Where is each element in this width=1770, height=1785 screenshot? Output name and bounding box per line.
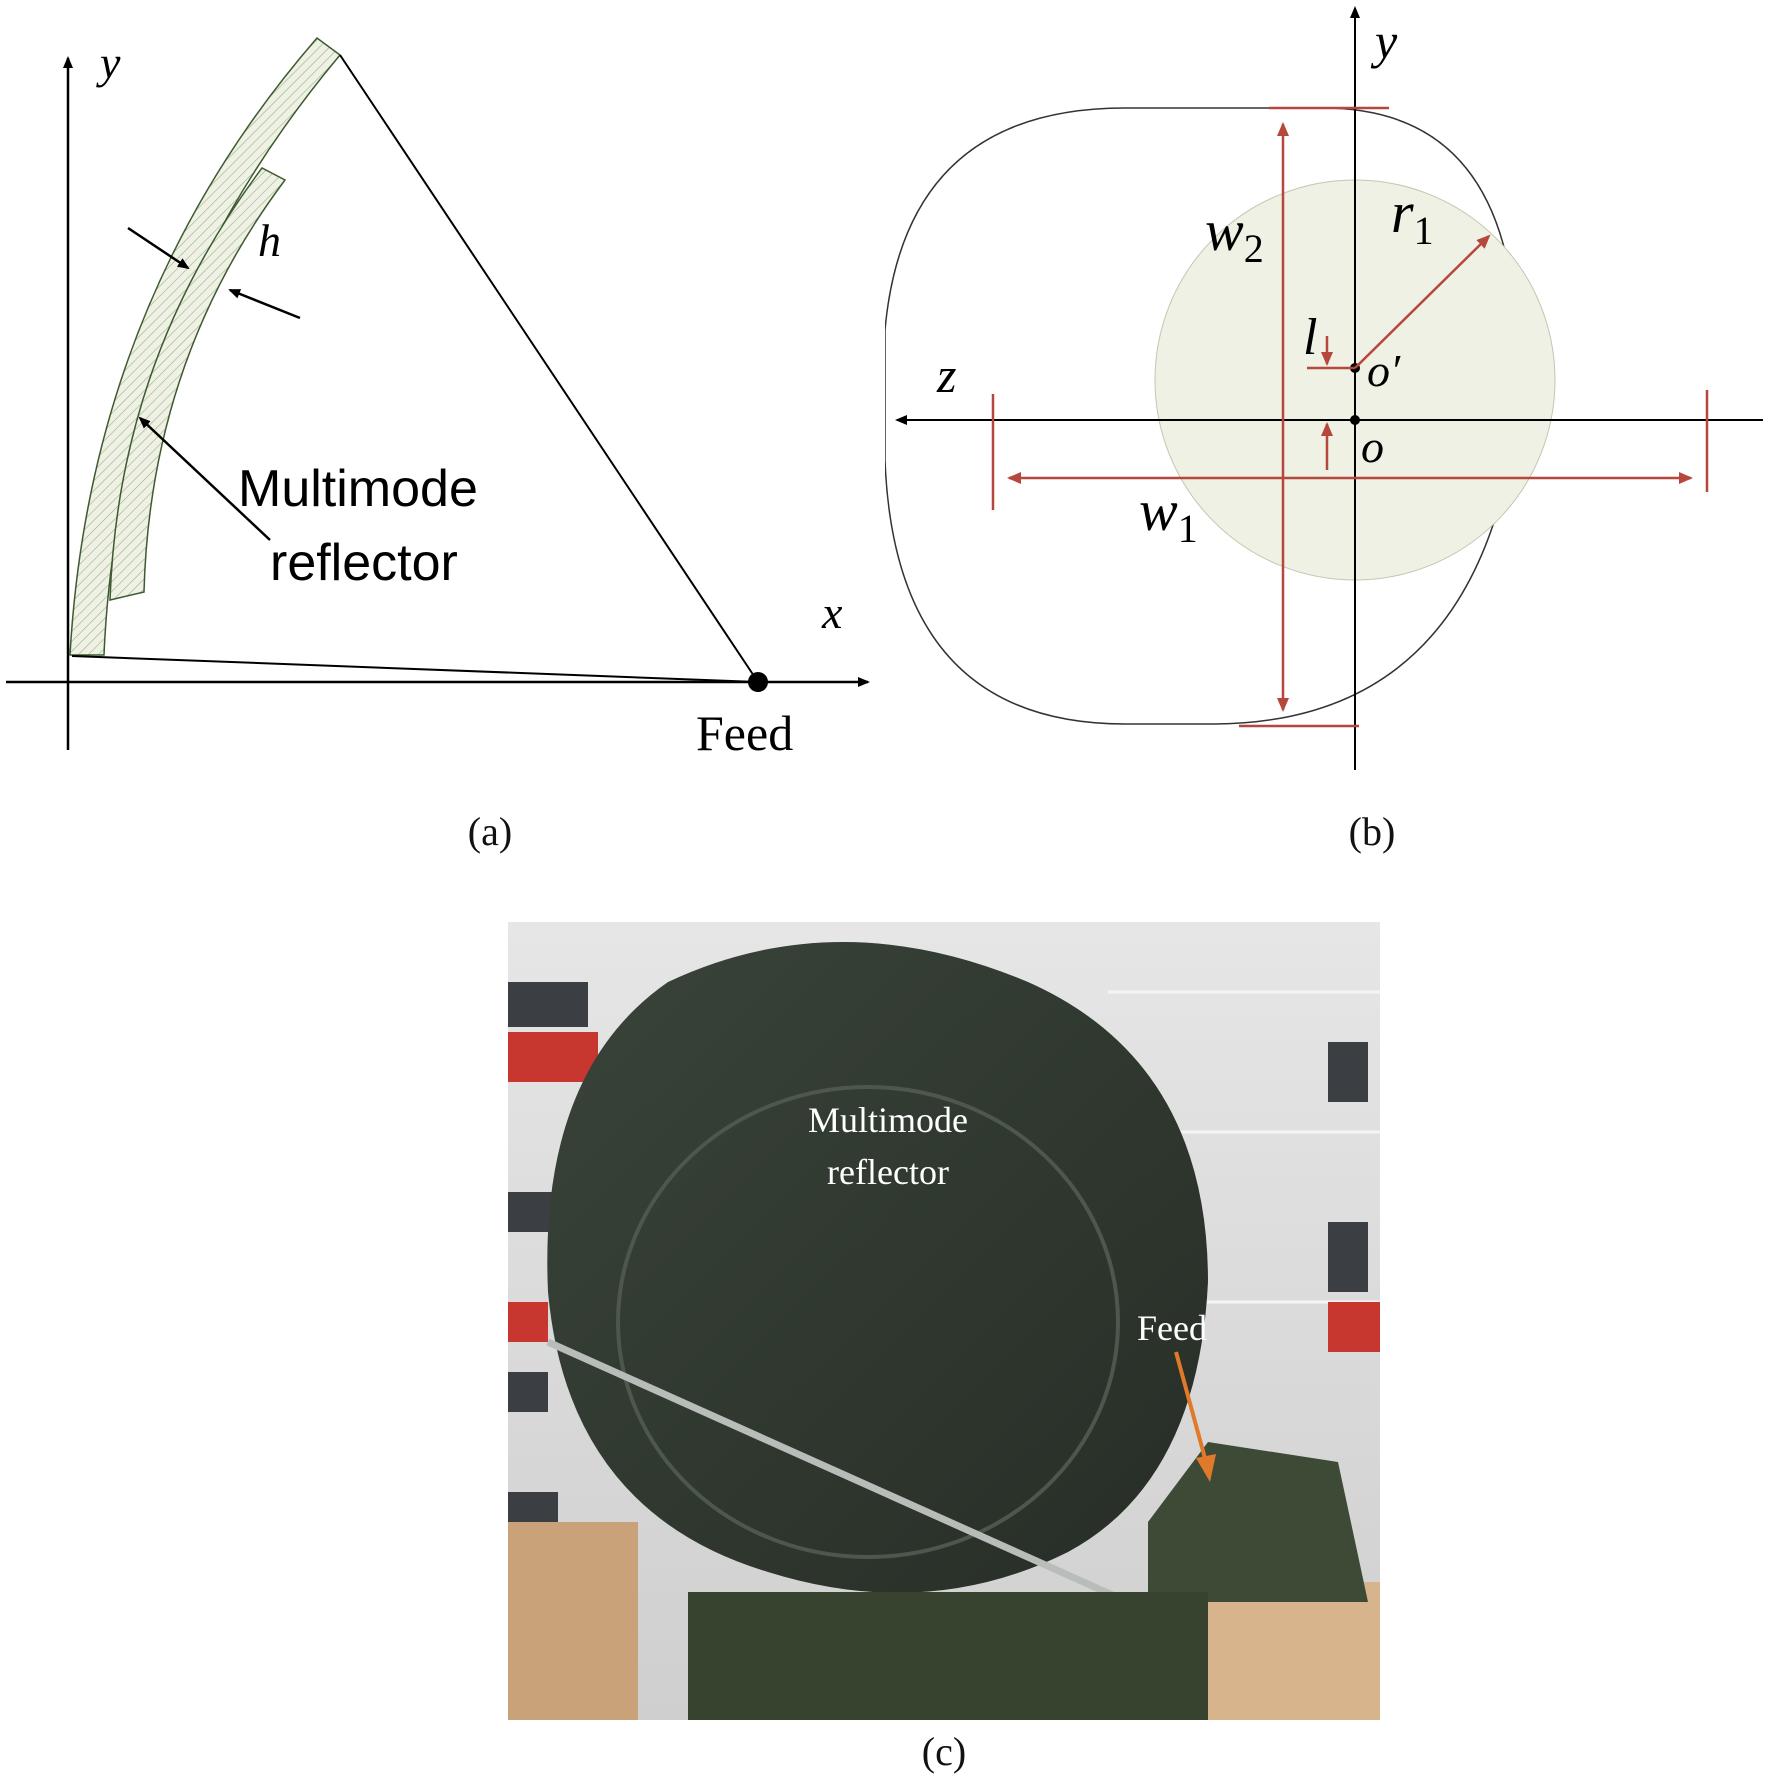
w1-label: w1 xyxy=(1139,478,1198,551)
y-axis-label: y xyxy=(1370,13,1398,69)
origin-label: o xyxy=(1361,421,1384,472)
multimode-reflector-disc xyxy=(616,1085,1120,1559)
y-axis-label: y xyxy=(96,37,121,88)
feed-point xyxy=(748,672,768,692)
center-offset-label: o′ xyxy=(1367,345,1401,396)
r1-label: r1 xyxy=(1391,180,1434,253)
r1-radius-arrow xyxy=(1354,234,1491,369)
caption-a: (a) xyxy=(467,809,513,854)
reflector-label-line1: Multimode xyxy=(238,460,478,518)
z-axis-label: z xyxy=(936,347,956,403)
origin-point xyxy=(1350,415,1360,425)
red-banner-left xyxy=(508,1032,598,1082)
feed-pointer-arrow xyxy=(1174,1351,1208,1463)
feed-ray-upper xyxy=(339,54,759,683)
caption-b: (b) xyxy=(1348,809,1396,854)
thickness-label: h xyxy=(258,215,281,266)
reflector-label-line1: Multimode xyxy=(808,1100,968,1140)
reflector-label-line2: reflector xyxy=(270,534,458,592)
feed-label: Feed xyxy=(1137,1308,1207,1348)
panel-a-diagram: y x Feed h Multimode reflector xyxy=(6,36,870,761)
wooden-crates-left xyxy=(508,1522,638,1720)
thickness-arrow-left xyxy=(127,226,190,270)
caption-c: (c) xyxy=(921,1729,967,1774)
w2-label: w2 xyxy=(1205,198,1264,271)
feed-support-frame xyxy=(1148,1442,1368,1602)
multimode-reflector-band xyxy=(109,167,287,601)
support-strut xyxy=(546,1338,1130,1606)
feed-pointer-arrowhead xyxy=(1196,1454,1216,1482)
mount-base xyxy=(688,1592,1208,1720)
red-banner-right xyxy=(1328,1302,1380,1352)
reflector-dish xyxy=(547,942,1208,1593)
reflector-pointer-arrow xyxy=(138,416,271,541)
x-axis-label: x xyxy=(821,587,843,638)
thickness-arrow-right xyxy=(228,288,301,320)
red-banner-left-lower xyxy=(508,1302,548,1342)
feed-ray-lower xyxy=(71,655,759,683)
panel-c-photo: Multimode reflector Feed xyxy=(508,922,1380,1720)
l-label: l xyxy=(1303,309,1317,366)
reflector-label-line2: reflector xyxy=(827,1152,949,1192)
feed-label: Feed xyxy=(696,705,793,761)
outer-aperture-contour xyxy=(885,107,1520,725)
panel-b-diagram: y z o o′ w2 w1 r1 l xyxy=(885,6,1763,770)
